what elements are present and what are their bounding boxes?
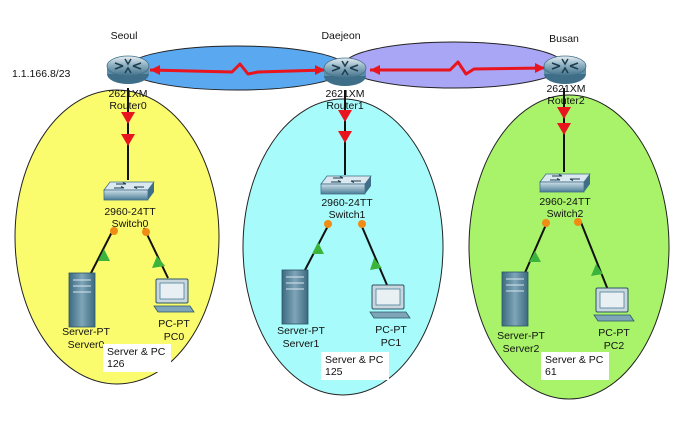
server1-model: Server-PT	[277, 325, 325, 337]
port-indicator-blocked	[574, 218, 582, 226]
lan-area-seoul	[14, 89, 220, 385]
router2-model: 2621XM	[546, 83, 586, 95]
serial-link-router0-router1	[149, 62, 326, 76]
lan-area-daejeon	[242, 98, 444, 396]
address-label: 1.1.166.8/23	[12, 68, 71, 80]
port-arrow	[338, 131, 352, 143]
port-indicator-blocked	[324, 220, 332, 228]
pc1-name: PC1	[380, 337, 402, 349]
note-text: Server & PC	[107, 346, 166, 358]
server-icon[interactable]	[501, 271, 529, 327]
port-arrow	[121, 134, 135, 146]
link-switch2-server2	[523, 219, 549, 276]
switch2-name: Switch2	[546, 208, 584, 220]
switch1-model: 2960-24TT	[321, 197, 373, 209]
pc1-model: PC-PT	[375, 324, 407, 336]
note-count: 125	[325, 366, 343, 378]
pc2-model: PC-PT	[598, 327, 630, 339]
port-indicator-blocked	[142, 228, 150, 236]
switch-icon[interactable]	[539, 173, 591, 193]
pc0-name: PC0	[163, 331, 185, 343]
link-switch2-pc2	[579, 219, 609, 291]
router1-name: Router1	[326, 100, 364, 112]
link-switch0-server0	[89, 227, 115, 276]
pc-icon[interactable]	[593, 287, 635, 322]
pc-icon[interactable]	[153, 278, 195, 313]
site-name-seoul: Seoul	[110, 30, 138, 42]
link-switch0-pc0	[143, 227, 169, 279]
link-arrow	[535, 63, 545, 73]
port-indicator-blocked	[542, 219, 550, 227]
server2-model: Server-PT	[497, 330, 545, 342]
switch0-model: 2960-24TT	[104, 206, 156, 218]
link-arrow	[150, 65, 160, 75]
ethernet-links-seoul	[89, 88, 169, 279]
note-daejeon: Server & PC 125	[321, 352, 389, 380]
pc-icon[interactable]	[369, 284, 411, 319]
server-icon[interactable]	[281, 269, 309, 325]
port-indicator-up	[152, 256, 165, 268]
link-arrow	[370, 65, 380, 75]
router1-model: 2621XM	[325, 88, 365, 100]
server1-name: Server1	[282, 338, 320, 350]
port-indicator-up	[591, 264, 603, 276]
port-arrow	[557, 107, 571, 119]
router2-name: Router2	[547, 95, 585, 107]
ethernet-links-busan	[523, 88, 609, 291]
note-count: 126	[107, 358, 125, 370]
port-arrow	[338, 110, 352, 122]
pc0-model: PC-PT	[158, 318, 190, 330]
ethernet-links-daejeon	[304, 90, 388, 286]
site-name-daejeon: Daejeon	[321, 30, 361, 42]
router-icon[interactable]	[323, 57, 367, 86]
server-icon[interactable]	[68, 272, 96, 328]
note-text: Server & PC	[325, 354, 384, 366]
port-indicator-up	[98, 249, 110, 261]
note-busan: Server & PC 61	[541, 352, 609, 380]
switch1-name: Switch1	[328, 209, 366, 221]
port-arrow	[557, 123, 571, 135]
switch0-name: Switch0	[111, 218, 149, 230]
router-icon[interactable]	[543, 55, 587, 84]
note-text: Server & PC	[545, 354, 604, 366]
port-indicator-blocked	[110, 227, 118, 235]
switch2-model: 2960-24TT	[539, 196, 591, 208]
port-arrow	[121, 112, 135, 124]
note-count: 61	[545, 366, 557, 378]
pc2-name: PC2	[603, 340, 625, 352]
switch-icon[interactable]	[320, 175, 372, 195]
router0-model: 2621XM	[108, 88, 148, 100]
router0-name: Router0	[109, 100, 147, 112]
note-seoul: Server & PC 126	[103, 344, 171, 372]
server2-name: Server2	[502, 343, 540, 355]
serial-link-router1-router2	[370, 60, 546, 76]
link-arrow	[315, 65, 325, 75]
site-name-busan: Busan	[549, 33, 579, 45]
switch-icon[interactable]	[103, 181, 155, 201]
port-indicator-blocked	[358, 220, 366, 228]
server0-model: Server-PT	[62, 326, 110, 338]
port-indicator-up	[529, 251, 541, 262]
link-switch1-pc1	[359, 221, 388, 286]
port-indicator-up	[370, 258, 382, 270]
server0-name: Server0	[67, 339, 105, 351]
port-indicator-up	[312, 242, 324, 254]
router-icon[interactable]	[106, 55, 150, 84]
